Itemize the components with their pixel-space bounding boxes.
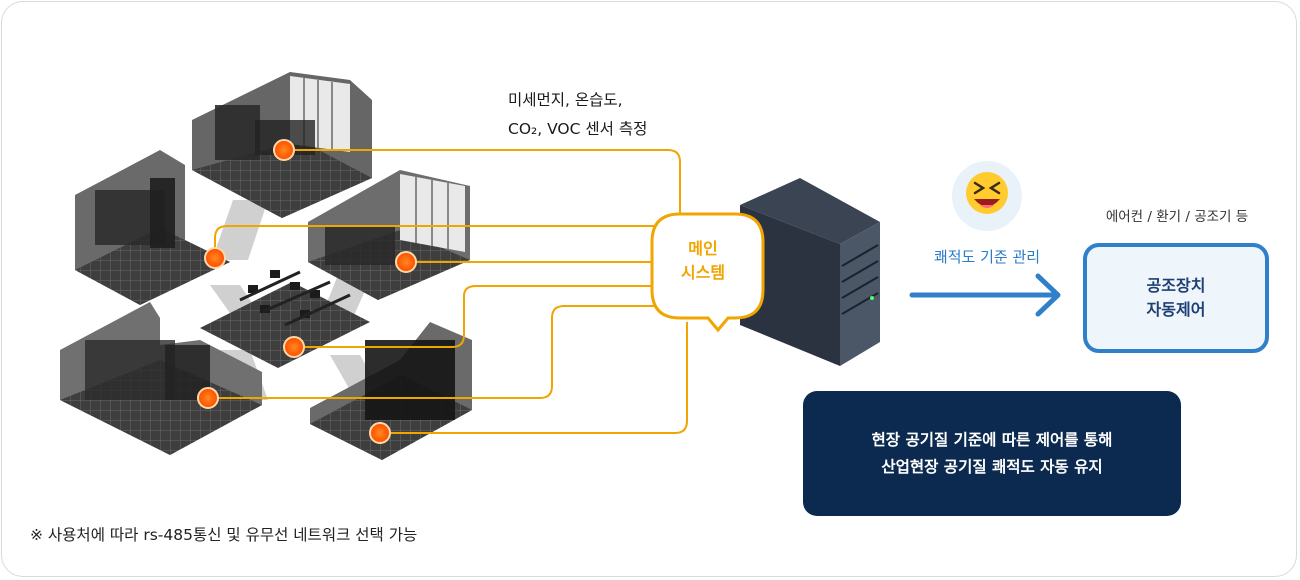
management-label: 쾌적도 기준 관리: [933, 248, 1041, 266]
factory-room-4: [200, 270, 370, 368]
main-system-bubble: [650, 212, 765, 333]
sensor-label-line: CO₂, VOC 센서 측정: [508, 120, 648, 138]
main-system-label: 메인 시스템: [660, 237, 746, 285]
info-box: 현장 공기질 기준에 따른 제어를 통해 산업현장 공기질 쾌적도 자동 유지: [803, 391, 1181, 516]
sensor-lines: [208, 149, 688, 434]
factory-room-3: [308, 170, 470, 300]
factory-room-6: [310, 322, 472, 460]
auto-control-box: 공조장치 자동제어: [1083, 243, 1269, 353]
info-box-line: 현장 공기질 기준에 따른 제어를 통해: [871, 430, 1113, 449]
sensor-dot: [395, 251, 417, 273]
factory-room-1: [192, 72, 372, 218]
factory-room-5: [60, 302, 262, 455]
control-box-line: 자동제어: [1146, 300, 1206, 319]
main-system-label-line: 메인: [688, 239, 718, 258]
sensor-label: 미세먼지, 온습도, CO₂, VOC 센서 측정: [508, 86, 647, 144]
factory-room-2: [75, 150, 230, 305]
laughing-face-icon: [952, 161, 1022, 231]
sensor-dot: [369, 422, 391, 444]
sensor-dot: [204, 247, 226, 269]
sensor-dot: [283, 336, 305, 358]
control-box-line: 공조장치: [1146, 276, 1206, 295]
footnote: ※ 사용처에 따라 rs-485통신 및 유무선 네트워크 선택 가능: [30, 526, 418, 544]
sensor-dot: [197, 387, 219, 409]
device-caption: 에어컨 / 환기 / 공조기 등: [1105, 209, 1249, 225]
sensor-dots: [197, 139, 417, 444]
sensor-label-line: 미세먼지, 온습도,: [508, 91, 623, 109]
sensor-dot: [273, 139, 295, 161]
main-system-label-line: 시스템: [680, 263, 726, 282]
server-tower-icon: [740, 178, 880, 366]
control-arrow-icon: [909, 273, 1061, 317]
info-box-line: 산업현장 공기질 쾌적도 자동 유지: [881, 457, 1103, 476]
